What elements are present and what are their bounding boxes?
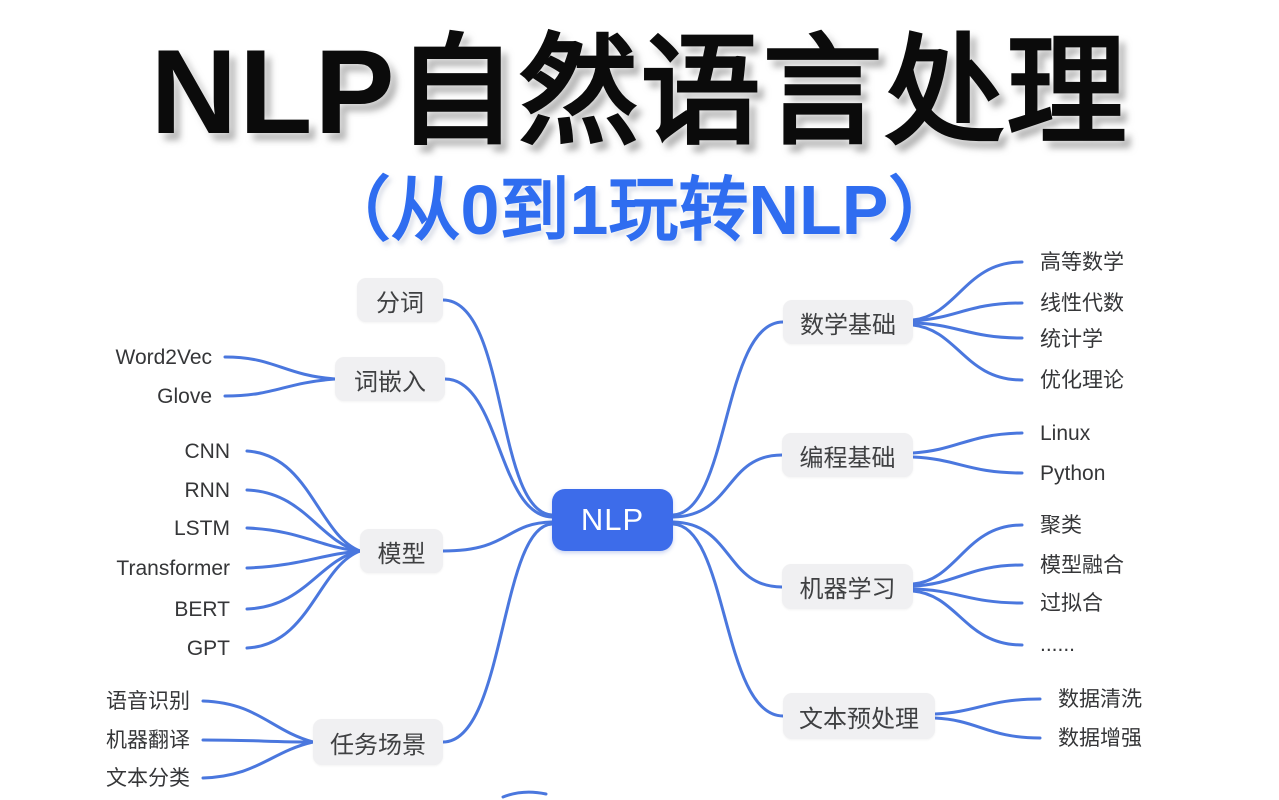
leaf-glove: Glove xyxy=(157,385,212,408)
poster-title: NLP自然语言处理 xyxy=(150,25,1129,159)
edge-rnn xyxy=(245,488,362,553)
edge-statistics xyxy=(911,321,1024,340)
edge-root-task-scenarios xyxy=(441,522,554,744)
edge-clustering xyxy=(911,523,1024,586)
edge-root-segmentation xyxy=(441,298,554,517)
edge-root-math xyxy=(671,320,785,517)
node-text-preprocessing: 文本预处理 xyxy=(783,693,935,739)
node-math-foundation: 数学基础 xyxy=(783,300,913,344)
leaf-bert: BERT xyxy=(174,598,230,621)
leaf-gpt: GPT xyxy=(186,637,230,660)
leaf-word2vec: Word2Vec xyxy=(115,346,213,369)
edge-linux xyxy=(911,431,1024,455)
leaf-data-cleaning: 数据清洗 xyxy=(1058,688,1142,711)
edge-ellipsis xyxy=(911,589,1024,647)
edge-text-classification xyxy=(201,740,315,780)
node-machine-learning: 机器学习 xyxy=(782,564,913,609)
edge-bert xyxy=(245,549,362,611)
edge-gpt xyxy=(245,549,362,650)
edge-root-programming xyxy=(671,453,784,519)
edge-optimization xyxy=(911,323,1024,382)
leaf-data-augmentation: 数据增强 xyxy=(1058,727,1142,750)
leaf-clustering: 聚类 xyxy=(1040,514,1082,537)
leaf-machine-translation: 机器翻译 xyxy=(106,729,190,752)
node-models: 模型 xyxy=(360,529,443,573)
edge-glove xyxy=(223,377,337,398)
leaf-python: Python xyxy=(1040,462,1106,485)
edge-transformer xyxy=(245,549,362,570)
leaf-speech-recognition: 语音识别 xyxy=(106,690,190,713)
edge-lstm xyxy=(245,526,362,553)
leaf-rnn: RNN xyxy=(184,479,231,502)
edge-root-text-preprocessing xyxy=(671,522,785,718)
edge-word2vec xyxy=(223,355,337,381)
edge-python xyxy=(911,455,1024,475)
leaf-linux: Linux xyxy=(1040,422,1091,445)
edge-linear-algebra xyxy=(911,301,1024,323)
edge-advanced-math xyxy=(911,260,1024,322)
node-word-embedding: 词嵌入 xyxy=(335,357,445,401)
leaf-linear-algebra: 线性代数 xyxy=(1040,292,1124,315)
root-node-nlp: NLP xyxy=(552,489,673,551)
leaf-overfitting: 过拟合 xyxy=(1040,592,1103,615)
leaf-lstm: LSTM xyxy=(173,517,230,540)
node-programming-foundation: 编程基础 xyxy=(782,433,913,477)
node-segmentation: 分词 xyxy=(357,278,443,322)
edge-bottom-fragment xyxy=(501,790,548,799)
leaf-optimization-theory: 优化理论 xyxy=(1040,369,1124,392)
edge-model-fusion xyxy=(911,563,1024,588)
edge-root-word-embedding xyxy=(443,377,554,519)
edge-data-cleaning xyxy=(933,697,1042,716)
leaf-text-classification: 文本分类 xyxy=(106,767,190,790)
leaf-ellipsis: ...... xyxy=(1040,633,1076,656)
edge-cnn xyxy=(245,449,362,553)
node-task-scenarios: 任务场景 xyxy=(313,719,443,765)
edge-root-models xyxy=(441,520,554,553)
leaf-transformer: Transformer xyxy=(116,557,230,580)
edge-overfitting xyxy=(911,587,1024,605)
leaf-model-fusion: 模型融合 xyxy=(1040,554,1124,577)
leaf-cnn: CNN xyxy=(184,440,231,463)
edge-data-augmentation xyxy=(933,716,1042,740)
poster-subtitle: （从0到1玩转NLP） xyxy=(320,171,959,249)
edge-machine-translation xyxy=(201,738,315,744)
leaf-advanced-math: 高等数学 xyxy=(1040,251,1124,274)
leaf-statistics: 统计学 xyxy=(1040,328,1103,351)
edge-root-machine-learning xyxy=(671,520,784,589)
edge-speech-recognition xyxy=(201,699,315,744)
